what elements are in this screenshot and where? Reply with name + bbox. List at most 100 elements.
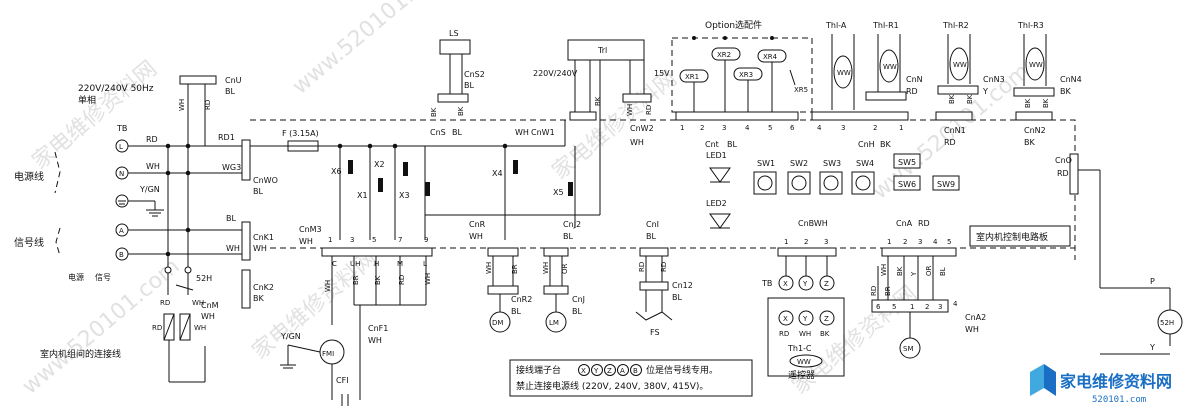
cnbwh-connector — [777, 247, 837, 257]
cnu-bl-label: BL — [225, 87, 235, 96]
cnk1-connector — [241, 221, 251, 261]
diagram-label: BK — [896, 266, 904, 276]
diagram-label: 2 — [804, 238, 808, 246]
cnu-label: CnU — [225, 76, 242, 85]
cna-rd-label: RD — [918, 219, 930, 228]
diagram-label: 9 — [424, 236, 428, 244]
cn12-bl-label: BL — [672, 293, 682, 302]
x5-label: X5 — [553, 188, 564, 197]
v15-label: 15V — [654, 69, 670, 78]
motor-dm — [489, 311, 511, 333]
led1-label: LED1 — [706, 151, 727, 160]
wg3-label: WG3 — [222, 163, 241, 172]
wire-wh-label: WH — [194, 324, 206, 332]
diagram-label: 1 — [328, 236, 332, 244]
cns2-label: CnS2 — [464, 70, 485, 79]
board-label-box — [969, 225, 1071, 247]
wire-p-label: P — [1150, 277, 1155, 286]
note-line1-suffix: 位是信号线专用。 — [646, 364, 718, 376]
wire-rd-label: RD — [638, 262, 646, 272]
fmi-label: FMI — [322, 350, 334, 358]
tb2-label: TB — [761, 279, 772, 288]
diagram-label: 3 — [918, 238, 922, 246]
wire-wh-label: WH — [192, 299, 204, 307]
cnh-pin: 4 — [817, 124, 822, 132]
wire-bk-label: BK — [1024, 98, 1032, 108]
thermistor-thr2: Thl-R2 WW CnN3 Y — [937, 21, 1005, 96]
cnk2-label: CnK2 — [253, 283, 274, 292]
cnw2-label: CnW2 — [630, 124, 654, 133]
cnh-pin: 2 — [873, 124, 877, 132]
cns-bl-label: BL — [452, 128, 462, 137]
cnm3-wh-label: WH — [299, 237, 313, 246]
cn12-label: Cn12 — [672, 281, 693, 290]
wire-rd-label: RD — [204, 100, 212, 110]
cnw1-wh-label: WH — [515, 128, 529, 137]
diagram-label: 1 — [887, 238, 891, 246]
wire-wh-label: WH — [542, 262, 550, 274]
cnw1-label: CnW1 — [531, 128, 555, 137]
signal-cord-label: 信号线 — [14, 236, 44, 249]
site-logo: 家电维修资料网 520101.com — [1030, 364, 1172, 405]
signal-short-label: 信号 — [95, 272, 111, 282]
diagram-label: Y — [593, 367, 599, 375]
x6-label: X6 — [331, 167, 342, 176]
cnh-connector — [811, 111, 909, 121]
board-label: 室内机控制电路板 — [976, 231, 1048, 243]
terminal-a-label: A — [119, 227, 124, 235]
sw2-label: SW2 — [790, 159, 808, 168]
interconnect-label: 室内机组间的连接线 — [40, 348, 121, 360]
trans-voltage-label: 220V/240V — [533, 69, 578, 78]
cnk2-connector — [241, 269, 251, 309]
relay-52h-coil — [1157, 309, 1183, 335]
cna2-pins: 6 5 1 2 3 4 — [876, 300, 958, 311]
watermark-text: 家电维修资料网 — [248, 246, 382, 364]
cnt-label: Cnt — [705, 140, 719, 149]
x4-label: X4 — [492, 169, 503, 178]
thermistor-tha: Thl-A WW — [825, 21, 855, 110]
diagram-label: RD — [779, 330, 789, 338]
diagram-label: Thl-A — [825, 21, 847, 30]
cns2-bl-label: BL — [464, 81, 474, 90]
terminal-note-box — [509, 359, 753, 397]
diagram-label: Z — [824, 315, 829, 323]
diagram-label: 5 — [892, 303, 896, 311]
power-spec-label: 220V/240V 50Hz — [78, 84, 154, 94]
wire-rd-label: RD — [160, 299, 170, 307]
xr1-label: XR1 — [685, 73, 699, 81]
diagram-label: H — [374, 260, 379, 268]
diagram-label: Z — [607, 367, 612, 375]
cnt-pin: 5 — [768, 124, 772, 132]
cnm3-connector — [321, 247, 433, 257]
wire-bk-label: BK — [594, 96, 602, 106]
diagram-label: C — [332, 260, 337, 268]
remote-controller — [767, 297, 845, 377]
cnf1-label: CnF1 — [368, 324, 388, 333]
diagram-label: BL — [939, 267, 947, 276]
diagram-label: WW — [837, 69, 851, 77]
diagram-label: Thl-R3 — [1017, 21, 1044, 30]
sw1-label: SW1 — [757, 159, 775, 168]
cnf1-wh-label: WH — [368, 336, 382, 345]
cnwo-connector — [241, 139, 251, 181]
wire-bk-label: BK — [966, 94, 974, 104]
wire-wh-label: WH — [146, 162, 160, 171]
lm-label: LM — [549, 319, 559, 327]
sm-label: SM — [903, 345, 913, 353]
cnn1-rd-label: RD — [944, 138, 956, 147]
cnn3-y-label: Y — [982, 87, 988, 96]
diagram-label: 6 — [876, 303, 881, 311]
cnh-pin: 1 — [899, 124, 903, 132]
diagram-label: OR — [925, 265, 933, 276]
led2-label: LED2 — [706, 199, 727, 208]
wh-wire-label: WH — [226, 244, 240, 253]
cnt-bl-label: BL — [727, 140, 737, 149]
wire-rd-label: RD — [398, 275, 406, 285]
diagram-label: Thl-R2 — [942, 21, 969, 30]
cnn2-label: CnN2 — [1024, 126, 1046, 135]
diagram-label: 3 — [938, 303, 942, 311]
cnj-bl-label: BL — [572, 307, 582, 316]
watermark-text: 家电维修资料网 — [28, 56, 162, 174]
terminal-b-label: B — [119, 251, 124, 259]
